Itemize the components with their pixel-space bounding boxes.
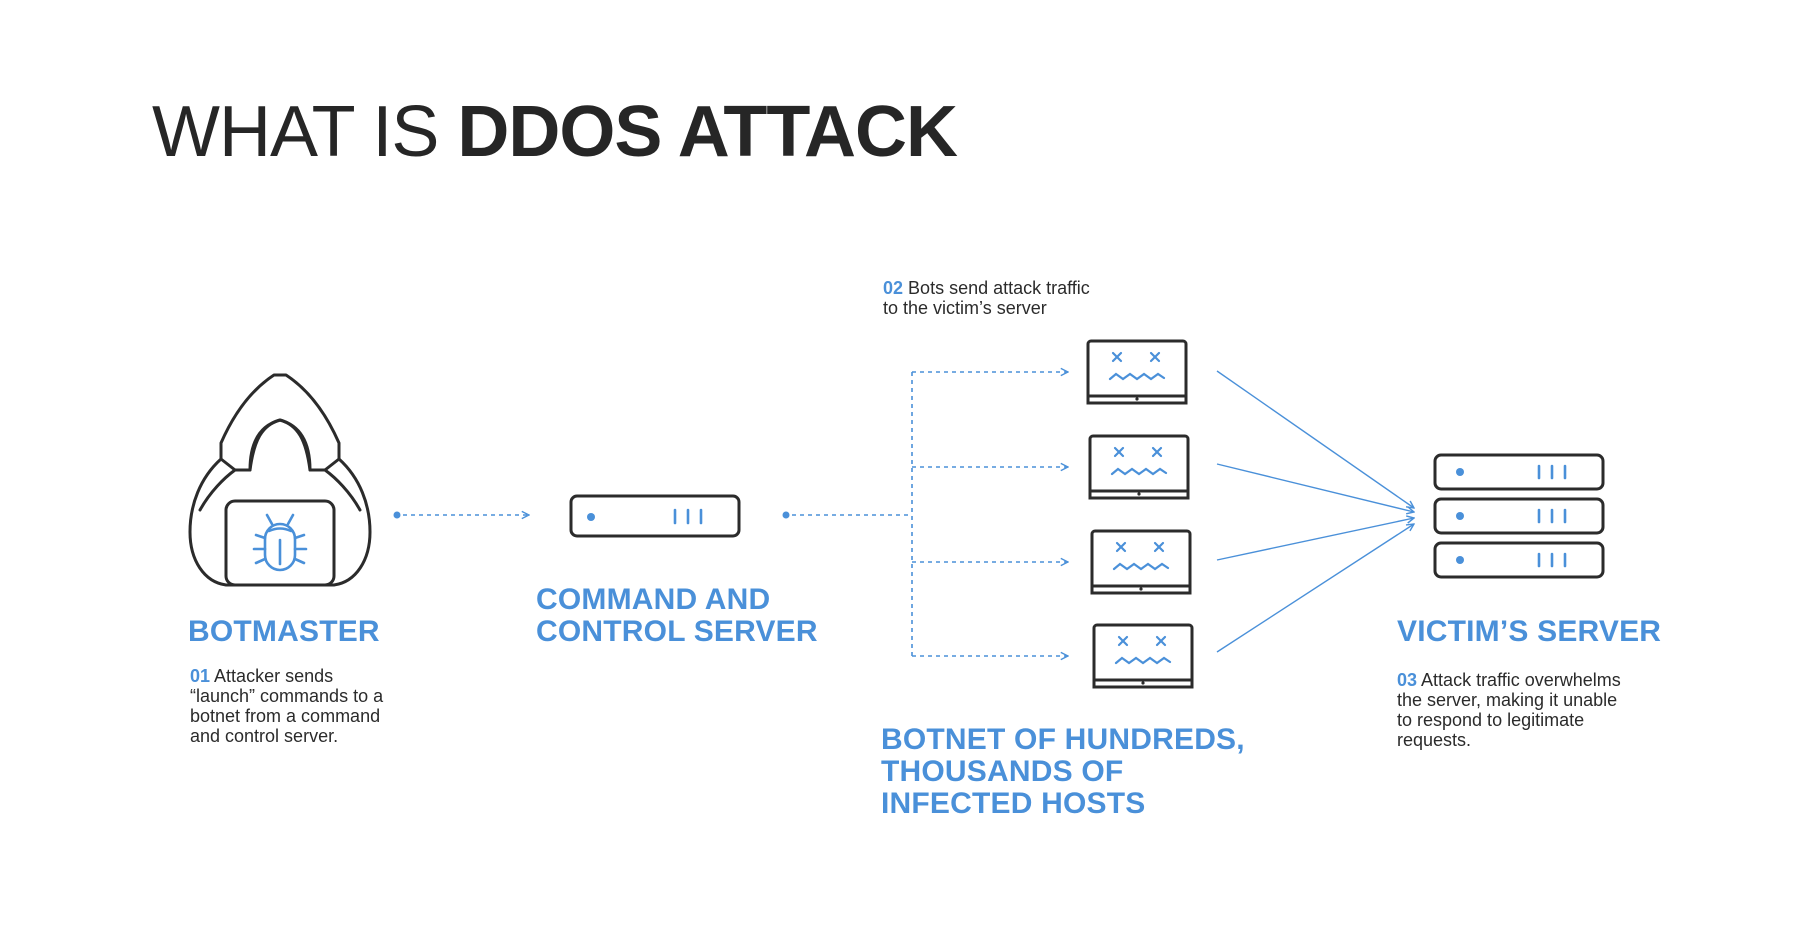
step-number: 03 bbox=[1397, 670, 1418, 690]
label-line: THOUSANDS OF bbox=[881, 755, 1124, 788]
victim-step-description: 03 Attack traffic overwhelms the server,… bbox=[1397, 670, 1621, 750]
step-text-line: Attack traffic overwhelms bbox=[1421, 670, 1621, 690]
step-text-line: “launch” commands to a bbox=[190, 686, 384, 706]
step-text-line: Attacker sends bbox=[214, 666, 334, 686]
step-text-line: Bots send attack traffic bbox=[908, 278, 1090, 298]
label-line: COMMAND AND bbox=[536, 583, 771, 616]
infected-laptop-icon bbox=[1086, 339, 1188, 405]
server-stack-icon bbox=[1433, 453, 1605, 579]
label-line: INFECTED HOSTS bbox=[881, 787, 1146, 820]
label-line: CONTROL SERVER bbox=[536, 615, 818, 648]
botmaster-label: BOTMASTER bbox=[188, 615, 380, 648]
command-server-label: COMMAND AND CONTROL SERVER bbox=[536, 584, 818, 648]
label-line: BOTNET OF HUNDREDS, bbox=[881, 723, 1245, 756]
title-prefix: WHAT IS bbox=[152, 92, 439, 172]
page-title: WHAT IS DDOS ATTACK bbox=[152, 96, 958, 168]
step-text-line: the server, making it unable bbox=[1397, 690, 1618, 710]
infected-laptop-icon bbox=[1092, 623, 1194, 689]
server-icon bbox=[569, 494, 741, 538]
step-text-line: botnet from a command bbox=[190, 706, 381, 726]
botmaster-step-description: 01 Attacker sends “launch” commands to a… bbox=[190, 666, 383, 746]
botmaster-to-server-arrow bbox=[393, 512, 530, 519]
step-number: 02 bbox=[883, 278, 904, 298]
title-emphasis: DDOS ATTACK bbox=[457, 92, 958, 172]
server-unit bbox=[1433, 541, 1605, 579]
step-number: 01 bbox=[190, 666, 211, 686]
step-text-line: to the victim’s server bbox=[883, 298, 1047, 318]
victim-server-label: VICTIM’S SERVER bbox=[1397, 615, 1662, 648]
server-to-bots-arrows bbox=[782, 372, 1069, 656]
botnet-label: BOTNET OF HUNDREDS, THOUSANDS OF INFECTE… bbox=[881, 724, 1245, 820]
infected-laptop-icon bbox=[1090, 529, 1192, 595]
bug-icon bbox=[252, 513, 308, 572]
attack-traffic-arrows bbox=[1216, 370, 1414, 653]
step-text-line: requests. bbox=[1397, 730, 1472, 750]
server-unit bbox=[1433, 453, 1605, 491]
server-unit bbox=[1433, 497, 1605, 535]
infected-laptop-icon bbox=[1088, 434, 1190, 500]
step-text-line: and control server. bbox=[190, 726, 339, 746]
step-text-line: to respond to legitimate bbox=[1397, 710, 1585, 730]
bots-step-description: 02 Bots send attack traffic to the victi… bbox=[883, 278, 1090, 318]
